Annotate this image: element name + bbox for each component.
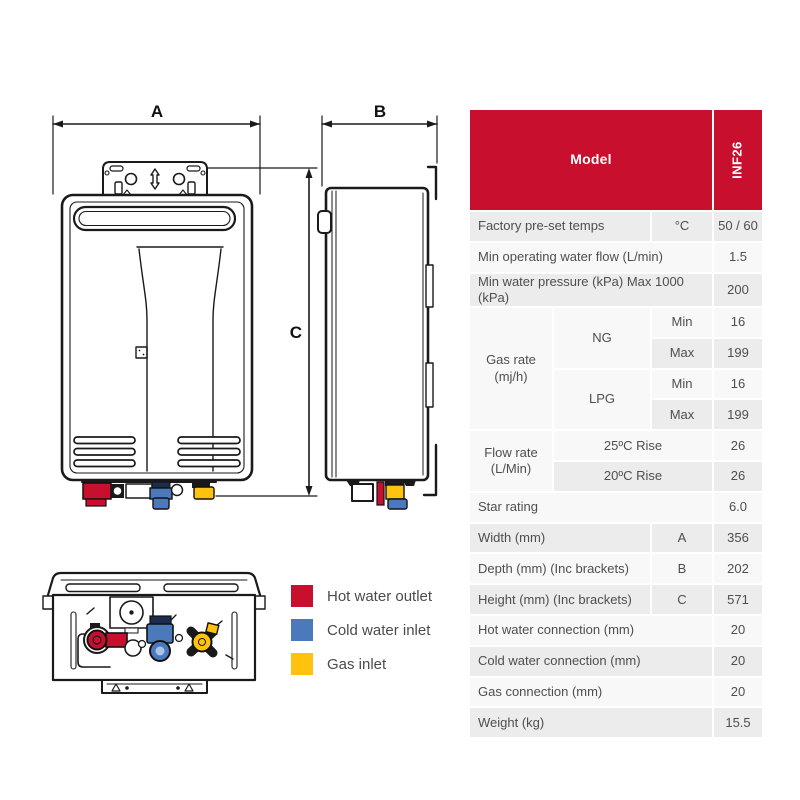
dimension-b: B xyxy=(321,102,438,187)
hot-water-outlet-fitting xyxy=(82,482,112,500)
table-row-min-water-pressure: Min water pressure (kPa) Max 1000 (kPa) … xyxy=(468,271,764,309)
table-row-gas-rate-lpg-max: Max 199 xyxy=(469,398,764,432)
side-connections xyxy=(351,480,408,510)
front-view xyxy=(60,161,254,510)
table-header-row: Model INF26 xyxy=(468,108,764,212)
model-value-cell: INF26 xyxy=(712,108,764,212)
dim-c-label: C xyxy=(290,323,302,342)
flow-rate-cell: Flow rate (L/Min) xyxy=(468,429,554,493)
dimension-c: C xyxy=(206,167,318,497)
model-value-rotated: INF26 xyxy=(729,141,745,179)
gas-inlet-fitting xyxy=(385,484,405,500)
table-row-gas-rate-lpg-min: LPG Min 16 xyxy=(469,367,764,432)
hot-water-outlet-fitting xyxy=(376,481,385,506)
table-row-gas-connection: Gas connection (mm) 20 xyxy=(468,675,764,709)
fan-housing xyxy=(109,596,154,629)
table-row-gas-rate-ng-min: Gas rate (mj/h) NG Min 16 xyxy=(468,306,764,432)
side-view xyxy=(317,165,438,510)
table-row-flow-rate-20: 20ºC Rise 26 xyxy=(469,460,764,493)
table-row-weight: Weight (kg) 15.5 xyxy=(468,706,764,740)
legend-label: Gas inlet xyxy=(327,655,387,673)
table-row-factory-temps: Factory pre-set temps °C 50 / 60 xyxy=(468,210,764,243)
panel-label xyxy=(135,346,148,359)
wall-bracket-bottom xyxy=(422,443,438,497)
cold-water-swatch-icon xyxy=(291,619,313,641)
vent-slot xyxy=(72,205,237,232)
arrow-down-icon xyxy=(305,486,313,496)
keyhole-slot-icon xyxy=(150,168,160,190)
table-row-min-water-flow: Min operating water flow (L/min) 1.5 xyxy=(468,240,764,274)
ng-cell: NG xyxy=(552,306,652,370)
arrow-right-icon xyxy=(250,120,260,128)
arrow-left-icon xyxy=(53,120,63,128)
dimension-a: A xyxy=(52,102,261,195)
legend-label: Hot water outlet xyxy=(327,587,433,605)
table-row-hot-water-connection: Hot water connection (mm) 20 xyxy=(468,614,764,647)
table-row-flow-rate-25: Flow rate (L/Min) 25ºC Rise 26 xyxy=(468,429,764,493)
table-row-star-rating: Star rating 6.0 xyxy=(468,490,764,524)
dim-b-label: B xyxy=(374,102,386,121)
model-header-cell: Model xyxy=(468,108,714,212)
table-row-depth: Depth (mm) (Inc brackets) B 202 xyxy=(468,552,764,586)
table-row-cold-water-connection: Cold water connection (mm) 20 xyxy=(468,644,764,678)
gas-inlet-fitting xyxy=(193,486,215,500)
legend-label: Cold water inlet xyxy=(327,621,431,639)
arrow-up-icon xyxy=(305,168,313,178)
legend: Hot water outlet Cold water inlet Gas in… xyxy=(291,585,432,687)
bracket-hole-icon xyxy=(124,172,138,186)
vent-slats xyxy=(73,436,241,468)
hot-water-swatch-icon xyxy=(291,585,313,607)
cold-water-inlet-fitting xyxy=(387,498,408,510)
legend-item-hot-water-outlet: Hot water outlet xyxy=(291,585,432,607)
table-row-height: Height (mm) (Inc brackets) C 571 xyxy=(468,583,764,617)
hot-water-valve xyxy=(86,629,108,651)
bracket-hole-icon xyxy=(172,172,186,186)
spec-table: Model INF26 Factory pre-set temps °C 50 … xyxy=(468,108,764,740)
gas-valve xyxy=(191,631,213,653)
gas-rate-cell: Gas rate (mj/h) xyxy=(468,306,554,432)
technical-drawings: A xyxy=(42,102,438,694)
legend-item-cold-water-inlet: Cold water inlet xyxy=(291,619,432,641)
lpg-cell: LPG xyxy=(552,367,652,432)
bottom-view xyxy=(42,571,266,694)
front-connections xyxy=(81,481,217,510)
wall-bracket-top xyxy=(426,165,438,201)
dim-a-label: A xyxy=(151,102,163,121)
arrow-right-icon xyxy=(427,120,437,128)
gas-swatch-icon xyxy=(291,653,313,675)
legend-item-gas-inlet: Gas inlet xyxy=(291,653,432,675)
side-knob xyxy=(317,210,332,234)
table-row-gas-rate-ng-max: Max 199 xyxy=(469,336,764,370)
table-row-width: Width (mm) A 356 xyxy=(468,521,764,555)
arrow-left-icon xyxy=(322,120,332,128)
